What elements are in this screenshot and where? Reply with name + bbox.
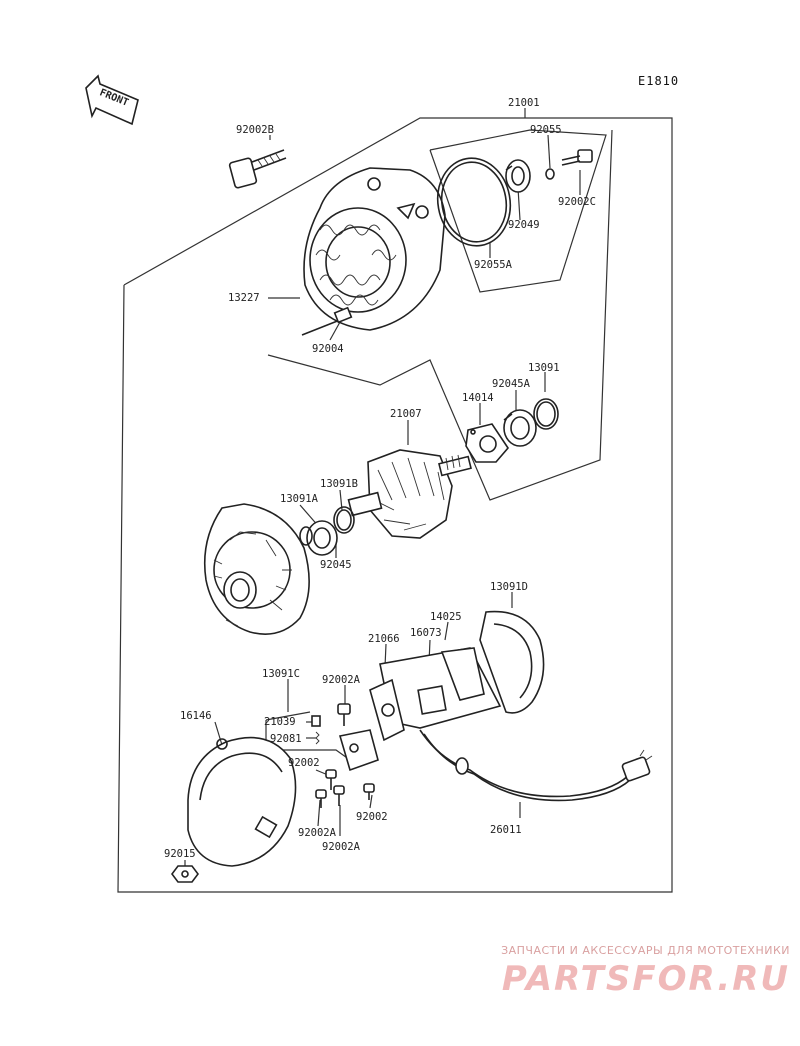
callout-92002A-upper: 92002A (322, 674, 361, 686)
rear-housing (203, 503, 310, 635)
callout-13227: 13227 (228, 292, 260, 304)
bracket-14014 (465, 423, 510, 463)
callout-13091B: 13091B (320, 478, 358, 490)
wire-harness-26011 (419, 729, 653, 802)
rotor-21007 (347, 449, 472, 539)
ring-13091 (533, 398, 559, 430)
ring-13091B (333, 506, 355, 534)
front-housing-13227 (303, 167, 446, 331)
rear-cover-16146 (187, 736, 297, 867)
bearing-92045 (306, 520, 338, 556)
callout-21066: 21066 (368, 633, 400, 645)
callout-92045: 92045 (320, 559, 352, 571)
watermark-subtitle: ЗАПЧАСТИ И АКСЕССУАРЫ ДЛЯ МОТОТЕХНИКИ (501, 944, 790, 957)
seal-subgroup-box (429, 129, 607, 293)
callout-16146: 16146 (180, 710, 212, 722)
callout-92049: 92049 (508, 219, 540, 231)
callout-13091: 13091 (528, 362, 560, 374)
screws-lower-cluster (315, 769, 375, 808)
callout-16073: 16073 (410, 627, 442, 639)
spring-92081 (315, 731, 320, 745)
callout-92004: 92004 (312, 343, 344, 355)
callout-92002C: 92002C (558, 196, 596, 208)
callout-14025: 14025 (430, 611, 462, 623)
bolt-92002C (561, 149, 593, 166)
brush-holder (338, 729, 379, 772)
callout-92015: 92015 (164, 848, 196, 860)
callout-92002A-lower-1: 92002A (298, 827, 337, 839)
bolt-92002A-upper (337, 703, 351, 726)
callout-21001: 21001 (508, 97, 540, 109)
callout-21039: 21039 (264, 716, 296, 728)
callout-labels: 21001 92002B 92055 92002C 92049 92055A 1… (164, 97, 596, 860)
watermark: ЗАПЧАСТИ И АКСЕССУАРЫ ДЛЯ МОТОТЕХНИКИ PA… (470, 944, 790, 999)
callout-13091C: 13091C (262, 668, 300, 680)
bolt-92002B (228, 149, 287, 189)
figure-code: E1810 (638, 74, 679, 88)
bearing-92045A (503, 409, 537, 447)
callout-92002A-lower-2: 92002A (322, 841, 361, 853)
callout-92002-right: 92002 (356, 811, 388, 823)
regulator-assembly (369, 647, 502, 742)
callout-92055A: 92055A (474, 259, 513, 271)
watermark-logo: PARTSFOR.RU (501, 959, 790, 999)
callout-92081: 92081 (270, 733, 302, 745)
small-o-ring-92055 (545, 168, 555, 180)
callout-92045A: 92045A (492, 378, 531, 390)
ring-13091A (299, 526, 313, 546)
brush-21039 (311, 715, 321, 727)
assembly-outline-box (117, 117, 673, 893)
callout-92002-left: 92002 (288, 757, 320, 769)
callout-26011: 26011 (490, 824, 522, 836)
callout-21007: 21007 (390, 408, 422, 420)
oil-seal-92049 (505, 159, 531, 193)
callout-13091D: 13091D (490, 581, 528, 593)
o-ring-92055A (436, 157, 512, 247)
callout-14014: 14014 (462, 392, 494, 404)
stator-13091D (479, 610, 545, 714)
callout-92055: 92055 (530, 124, 562, 136)
stud-92004 (301, 306, 353, 336)
nut-92015 (171, 865, 199, 883)
callout-92002B: 92002B (236, 124, 274, 136)
front-arrow-icon: FRONT (85, 74, 139, 126)
callout-13091A: 13091A (280, 493, 319, 505)
